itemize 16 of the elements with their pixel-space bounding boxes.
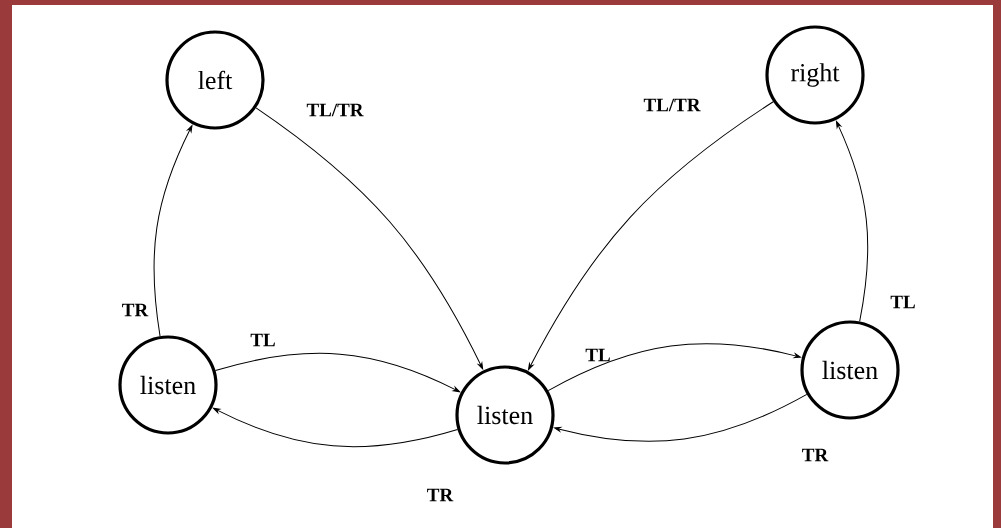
arrow [835,121,869,322]
arrow [214,352,460,393]
edge-label: TL [890,295,915,309]
arrow [153,125,193,337]
arrow [554,393,808,442]
edge-label: TR [802,448,829,462]
edge-label: TL/TR [306,103,364,117]
arrow [255,107,484,370]
edge-label: TR [122,303,149,317]
edge-label: TR [427,488,454,502]
arrow [213,407,459,448]
arrow [528,101,774,371]
edge-label: TL/TR [643,98,701,112]
edge-label: TL [250,333,275,347]
arrow [547,343,801,392]
edge-label: TL [585,348,610,362]
